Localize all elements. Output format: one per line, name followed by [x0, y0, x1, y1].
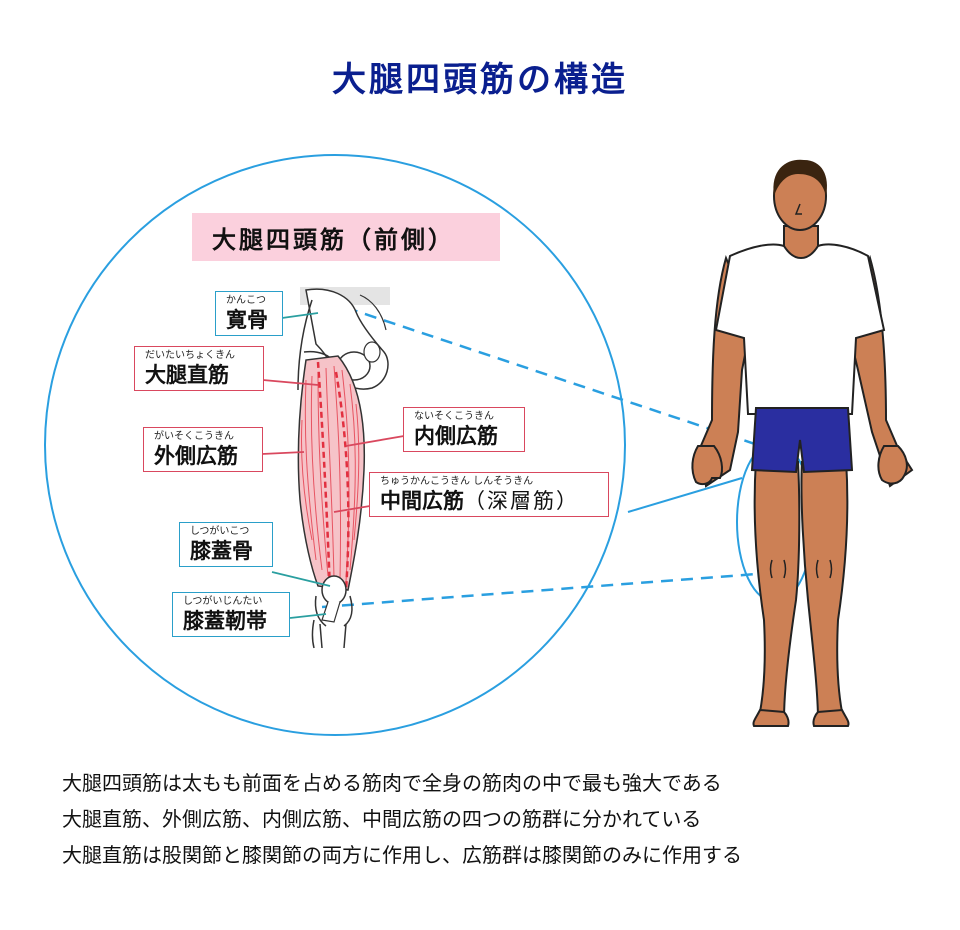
description-block: 大腿四頭筋は太もも前面を占める筋肉で全身の筋肉の中で最も強大である 大腿直筋、外… — [62, 765, 942, 873]
shorts — [752, 408, 852, 472]
label-vastus-lateralis-term: 外側広筋 — [154, 443, 254, 469]
label-vastus-intermedius-note: （深層筋） — [464, 489, 579, 513]
human-figure — [692, 160, 912, 726]
left-leg — [755, 460, 800, 720]
label-rectus-femoris-ruby: だいたいちょくきん — [145, 349, 255, 362]
section-header-text: 大腿四頭筋（前側） — [212, 220, 455, 255]
label-vastus-intermedius-ruby: ちゅうかんこうきん しんそうきん — [380, 475, 600, 488]
description-line-1: 大腿四頭筋は太もも前面を占める筋肉で全身の筋肉の中で最も強大である — [62, 765, 942, 801]
left-hand — [692, 446, 722, 484]
label-patellar-ligament: しつがいじんたい 膝蓋靭帯 — [172, 592, 290, 637]
label-patellar-ligament-term: 膝蓋靭帯 — [183, 608, 281, 634]
right-foot — [813, 710, 848, 726]
label-vastus-medialis-term: 内側広筋 — [414, 423, 516, 449]
label-hip-bone: かんこつ 寛骨 — [215, 291, 283, 336]
label-hip-bone-term: 寛骨 — [226, 307, 274, 333]
label-vastus-intermedius-term-row: 中間広筋（深層筋） — [380, 488, 600, 514]
right-hand — [878, 446, 907, 483]
label-patella-term: 膝蓋骨 — [190, 538, 264, 564]
label-patella-ruby: しつがいこつ — [190, 525, 264, 538]
label-patellar-ligament-ruby: しつがいじんたい — [183, 595, 281, 608]
label-vastus-medialis-ruby: ないそくこうきん — [414, 410, 516, 423]
right-leg — [801, 460, 847, 720]
label-vastus-lateralis-ruby: がいそくこうきん — [154, 430, 254, 443]
left-foot — [753, 710, 788, 726]
patella-bone — [322, 576, 346, 604]
callout-tail — [628, 478, 742, 520]
label-vastus-intermedius-term: 中間広筋 — [380, 489, 464, 513]
thigh-muscle-mass — [298, 356, 364, 590]
description-line-2: 大腿直筋、外側広筋、内側広筋、中間広筋の四つの筋群に分かれている — [62, 801, 942, 837]
section-header: 大腿四頭筋（前側） — [192, 213, 500, 261]
description-line-3: 大腿直筋は股関節と膝関節の両方に作用し、広筋群は膝関節のみに作用する — [62, 837, 942, 873]
label-rectus-femoris-term: 大腿直筋 — [145, 362, 255, 388]
label-patella: しつがいこつ 膝蓋骨 — [179, 522, 273, 567]
label-rectus-femoris: だいたいちょくきん 大腿直筋 — [134, 346, 264, 391]
label-vastus-intermedius: ちゅうかんこうきん しんそうきん 中間広筋（深層筋） — [369, 472, 609, 517]
obturator-foramen — [364, 342, 380, 362]
label-vastus-medialis: ないそくこうきん 内側広筋 — [403, 407, 525, 452]
label-vastus-lateralis: がいそくこうきん 外側広筋 — [143, 427, 263, 472]
label-hip-bone-ruby: かんこつ — [226, 294, 274, 307]
